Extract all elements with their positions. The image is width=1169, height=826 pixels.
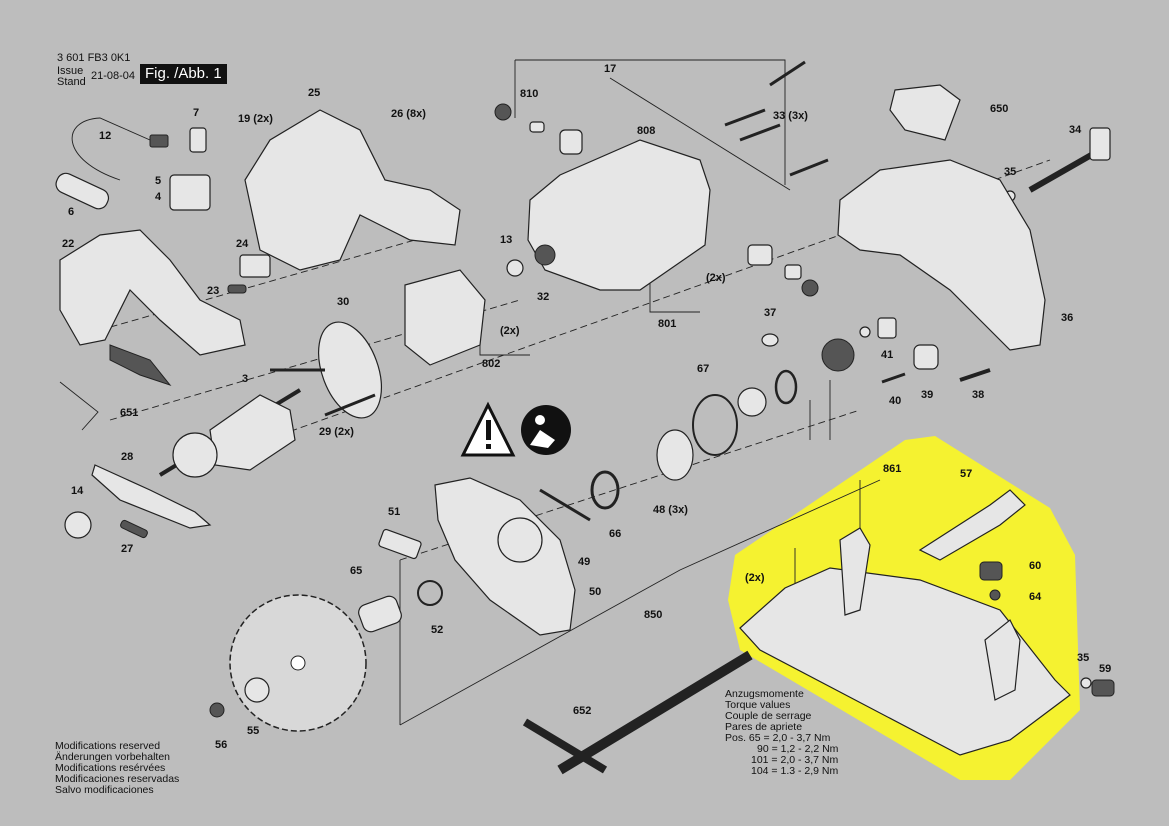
- part-label: 17: [604, 63, 617, 75]
- part-label: 19 (2x): [238, 113, 273, 125]
- part-label: 3: [242, 373, 249, 385]
- part-label: 850: [644, 609, 663, 621]
- part-label: 12: [99, 130, 112, 142]
- part-label: 27: [121, 543, 134, 555]
- note-line: Modifications resérvées: [55, 762, 166, 774]
- part-label: 50: [589, 586, 602, 598]
- part-label: 36: [1061, 312, 1074, 324]
- torque-title-fr: Couple de serrage: [725, 710, 812, 722]
- part-label: 39: [921, 389, 934, 401]
- torque-row: 104 = 1.3 - 2,9 Nm: [751, 765, 839, 777]
- part-label: 34: [1069, 124, 1082, 136]
- part-label: 651: [120, 407, 139, 419]
- part-label: 33 (3x): [773, 110, 808, 122]
- note-line: Änderungen vorbehalten: [55, 751, 171, 763]
- part-label: 4: [155, 191, 162, 203]
- note-line: Salvo modificaciones: [55, 784, 154, 796]
- part-label: 40: [889, 395, 902, 407]
- part-label: 32: [537, 291, 550, 303]
- part-label: 7: [193, 107, 200, 119]
- part-label: 57: [960, 468, 973, 480]
- part-label: 38: [972, 389, 985, 401]
- part-label: 13: [500, 234, 513, 246]
- part-label: 808: [637, 125, 656, 137]
- part-label: 37: [764, 307, 777, 319]
- part-label: 652: [573, 705, 592, 717]
- part-label: 41: [881, 349, 894, 361]
- issue-date: 21-08-04: [91, 70, 136, 82]
- note-line: Modifications reserved: [55, 740, 161, 752]
- part-label: 25: [308, 87, 321, 99]
- part-label: 64: [1029, 591, 1042, 603]
- part-label: 861: [883, 463, 902, 475]
- part-label: 14: [71, 485, 84, 497]
- warning-triangle-icon: [460, 401, 516, 457]
- torque-title-de: Anzugsmomente: [725, 688, 804, 700]
- part-label: 26 (8x): [391, 108, 426, 120]
- part-label: 59: [1099, 663, 1112, 675]
- part-label: 35: [1077, 652, 1090, 664]
- part-label: 51: [388, 506, 401, 518]
- part-label: 60: [1029, 560, 1042, 572]
- part-label: 23: [207, 285, 220, 297]
- part-label: 67: [697, 363, 710, 375]
- note-line: Modificaciones reservadas: [55, 773, 180, 785]
- read-manual-icon: [521, 405, 571, 455]
- part-label: 801: [658, 318, 677, 330]
- part-label: 35: [1004, 166, 1017, 178]
- figure-label: Fig. /Abb. 1: [140, 64, 227, 84]
- part-label: (2x): [706, 272, 726, 284]
- part-label: (2x): [500, 325, 520, 337]
- torque-row: 101 = 2,0 - 3,7 Nm: [751, 754, 839, 766]
- torque-row: 90 = 1,2 - 2,2 Nm: [757, 743, 839, 755]
- modification-notes: Modifications reserved Änderungen vorbeh…: [55, 741, 179, 796]
- torque-row: Pos. 65 = 2,0 - 3,7 Nm: [725, 732, 831, 744]
- part-label: 56: [215, 739, 228, 751]
- part-label: 810: [520, 88, 539, 100]
- part-label: 30: [337, 296, 350, 308]
- torque-table: Anzugsmomente Torque values Couple de se…: [725, 689, 838, 777]
- stand-label: Stand: [57, 76, 86, 88]
- part-label: 66: [609, 528, 622, 540]
- part-number: 3 601 FB3 0K1: [57, 52, 131, 64]
- torque-title-es: Pares de apriete: [725, 721, 803, 733]
- part-label: 29 (2x): [319, 426, 354, 438]
- part-label: 6: [68, 206, 75, 218]
- part-label: 28: [121, 451, 134, 463]
- part-label: 65: [350, 565, 363, 577]
- part-label: 48 (3x): [653, 504, 688, 516]
- part-label: (2x): [745, 572, 765, 584]
- saw-blade: [229, 594, 367, 732]
- part-label: 22: [62, 238, 75, 250]
- part-label: 52: [431, 624, 444, 636]
- part-label: 49: [578, 556, 591, 568]
- part-label: 650: [990, 103, 1009, 115]
- torque-title-en: Torque values: [725, 699, 791, 711]
- part-label: 55: [247, 725, 260, 737]
- issue-label: Issue: [57, 65, 84, 77]
- part-label: 5: [155, 175, 162, 187]
- part-label: 24: [236, 238, 249, 250]
- part-label: 802: [482, 358, 501, 370]
